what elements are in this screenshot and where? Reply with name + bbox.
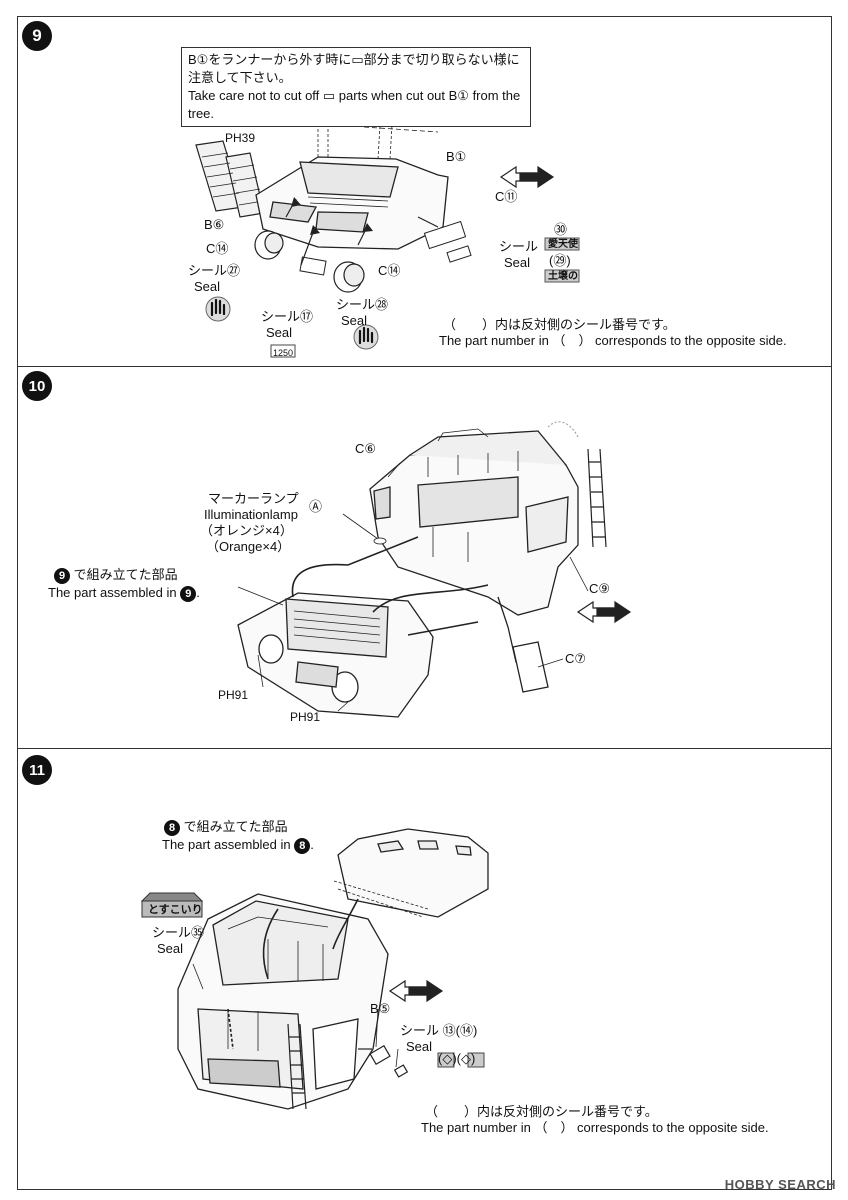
step-10-badge: 10 <box>22 371 52 401</box>
step-11-assembled-jp: 8 で組み立てた部品 <box>164 819 288 836</box>
assembled-en-text: The part assembled in <box>48 585 177 600</box>
assembled-ref-badge-en-11: 8 <box>294 837 311 854</box>
step-11-note-jp: （ ）内は反対側のシール番号です。 <box>425 1104 658 1119</box>
lamp-en: Illuminationlamp <box>204 507 298 522</box>
assembled-ref-badge-en: 9 <box>180 585 197 602</box>
seal17-jp: シール⑰ <box>261 309 314 324</box>
step-9-diagram <box>195 124 580 358</box>
seal30-29-jp: シール <box>499 239 539 254</box>
part-PH91-a: PH91 <box>218 688 249 702</box>
step-9-badge: 9 <box>22 21 52 51</box>
seal30-number: ㉚ <box>554 222 568 237</box>
step-11-assembled-en: The part assembled in 8. <box>162 837 314 854</box>
step-10-assembled-jp: 9 で組み立てた部品 <box>54 567 178 584</box>
seal29-text: 土壌の <box>548 271 578 282</box>
part-C14-left: C⑭ <box>206 241 229 256</box>
seal13-glyphs: (◇)(◇) <box>438 1051 476 1066</box>
seal13-en: Seal <box>406 1039 433 1054</box>
callout-en: Take care not to cut off ▭ parts when cu… <box>188 88 521 121</box>
seal13-jp: シール ⑬(⑭) <box>400 1023 478 1038</box>
seal28-en: Seal <box>341 313 368 328</box>
part-C9: C⑨ <box>589 581 611 596</box>
lamp-jp: マーカーランプ <box>208 491 299 506</box>
seal27-jp: シール㉗ <box>188 263 241 278</box>
step-9-panel: 9 B①をランナーから外す時に▭部分まで切り取らない様に注意して下さい。 Tak… <box>17 16 832 367</box>
step-11-panel: 11 <box>17 748 832 1190</box>
plate-text: 1250 <box>273 348 294 358</box>
part-C14-mid: C⑭ <box>378 263 401 278</box>
lamp-orange-jp: （オレンジ×4） <box>200 523 293 538</box>
callout-jp: B①をランナーから外す時に▭部分まで切り取らない様に注意して下さい。 <box>188 52 520 85</box>
part-C11: C⑪ <box>495 189 518 204</box>
step-10-assembled-en: The part assembled in 9. <box>48 585 200 602</box>
seal30-text: 愛天使 <box>548 239 578 250</box>
assembled-ref-badge: 9 <box>54 567 70 584</box>
seal27-en: Seal <box>194 279 221 294</box>
seal17-en: Seal <box>266 325 293 340</box>
step-9-note-jp: （ ）内は反対側のシール番号です。 <box>443 317 676 332</box>
step-9-note-en: The part number in （ ） corresponds to th… <box>439 333 787 348</box>
seal28-jp: シール㉘ <box>336 297 389 312</box>
part-B1: B① <box>446 149 467 164</box>
seal35-text: とすこいり <box>148 904 203 916</box>
seal35-jp: シール㉟ <box>152 925 205 940</box>
step-11-badge: 11 <box>22 755 52 785</box>
part-B6: B⑥ <box>204 217 225 232</box>
part-C7: C⑦ <box>565 651 587 666</box>
lamp-orange-en: （Orange×4） <box>206 539 291 554</box>
part-B5: B⑤ <box>370 1001 391 1016</box>
step-11-note-en: The part number in （ ） corresponds to th… <box>421 1120 769 1135</box>
step-9-callout: B①をランナーから外す時に▭部分まで切り取らない様に注意して下さい。 Take … <box>181 47 531 127</box>
seal35-en: Seal <box>157 941 184 956</box>
part-PH91-b: PH91 <box>290 710 321 724</box>
assembled-ref-badge-11: 8 <box>164 819 180 836</box>
assembled-en-text-11: The part assembled in <box>162 837 291 852</box>
part-C6: C⑥ <box>355 441 377 456</box>
assembled-jp-text-11: で組み立てた部品 <box>183 819 288 834</box>
step-10-diagram <box>237 421 632 718</box>
seal29-number: (㉙) <box>549 253 571 268</box>
lamp-ref: Ⓐ <box>309 499 323 514</box>
step-10-panel: 10 <box>17 366 832 749</box>
assembled-jp-text: で組み立てた部品 <box>73 567 178 582</box>
part-PH39: PH39 <box>225 131 256 145</box>
seal30-29-en: Seal <box>504 255 531 270</box>
step-11-diagram <box>140 828 489 1110</box>
hobby-search-logo: HOBBY SEARCH <box>724 1177 836 1192</box>
